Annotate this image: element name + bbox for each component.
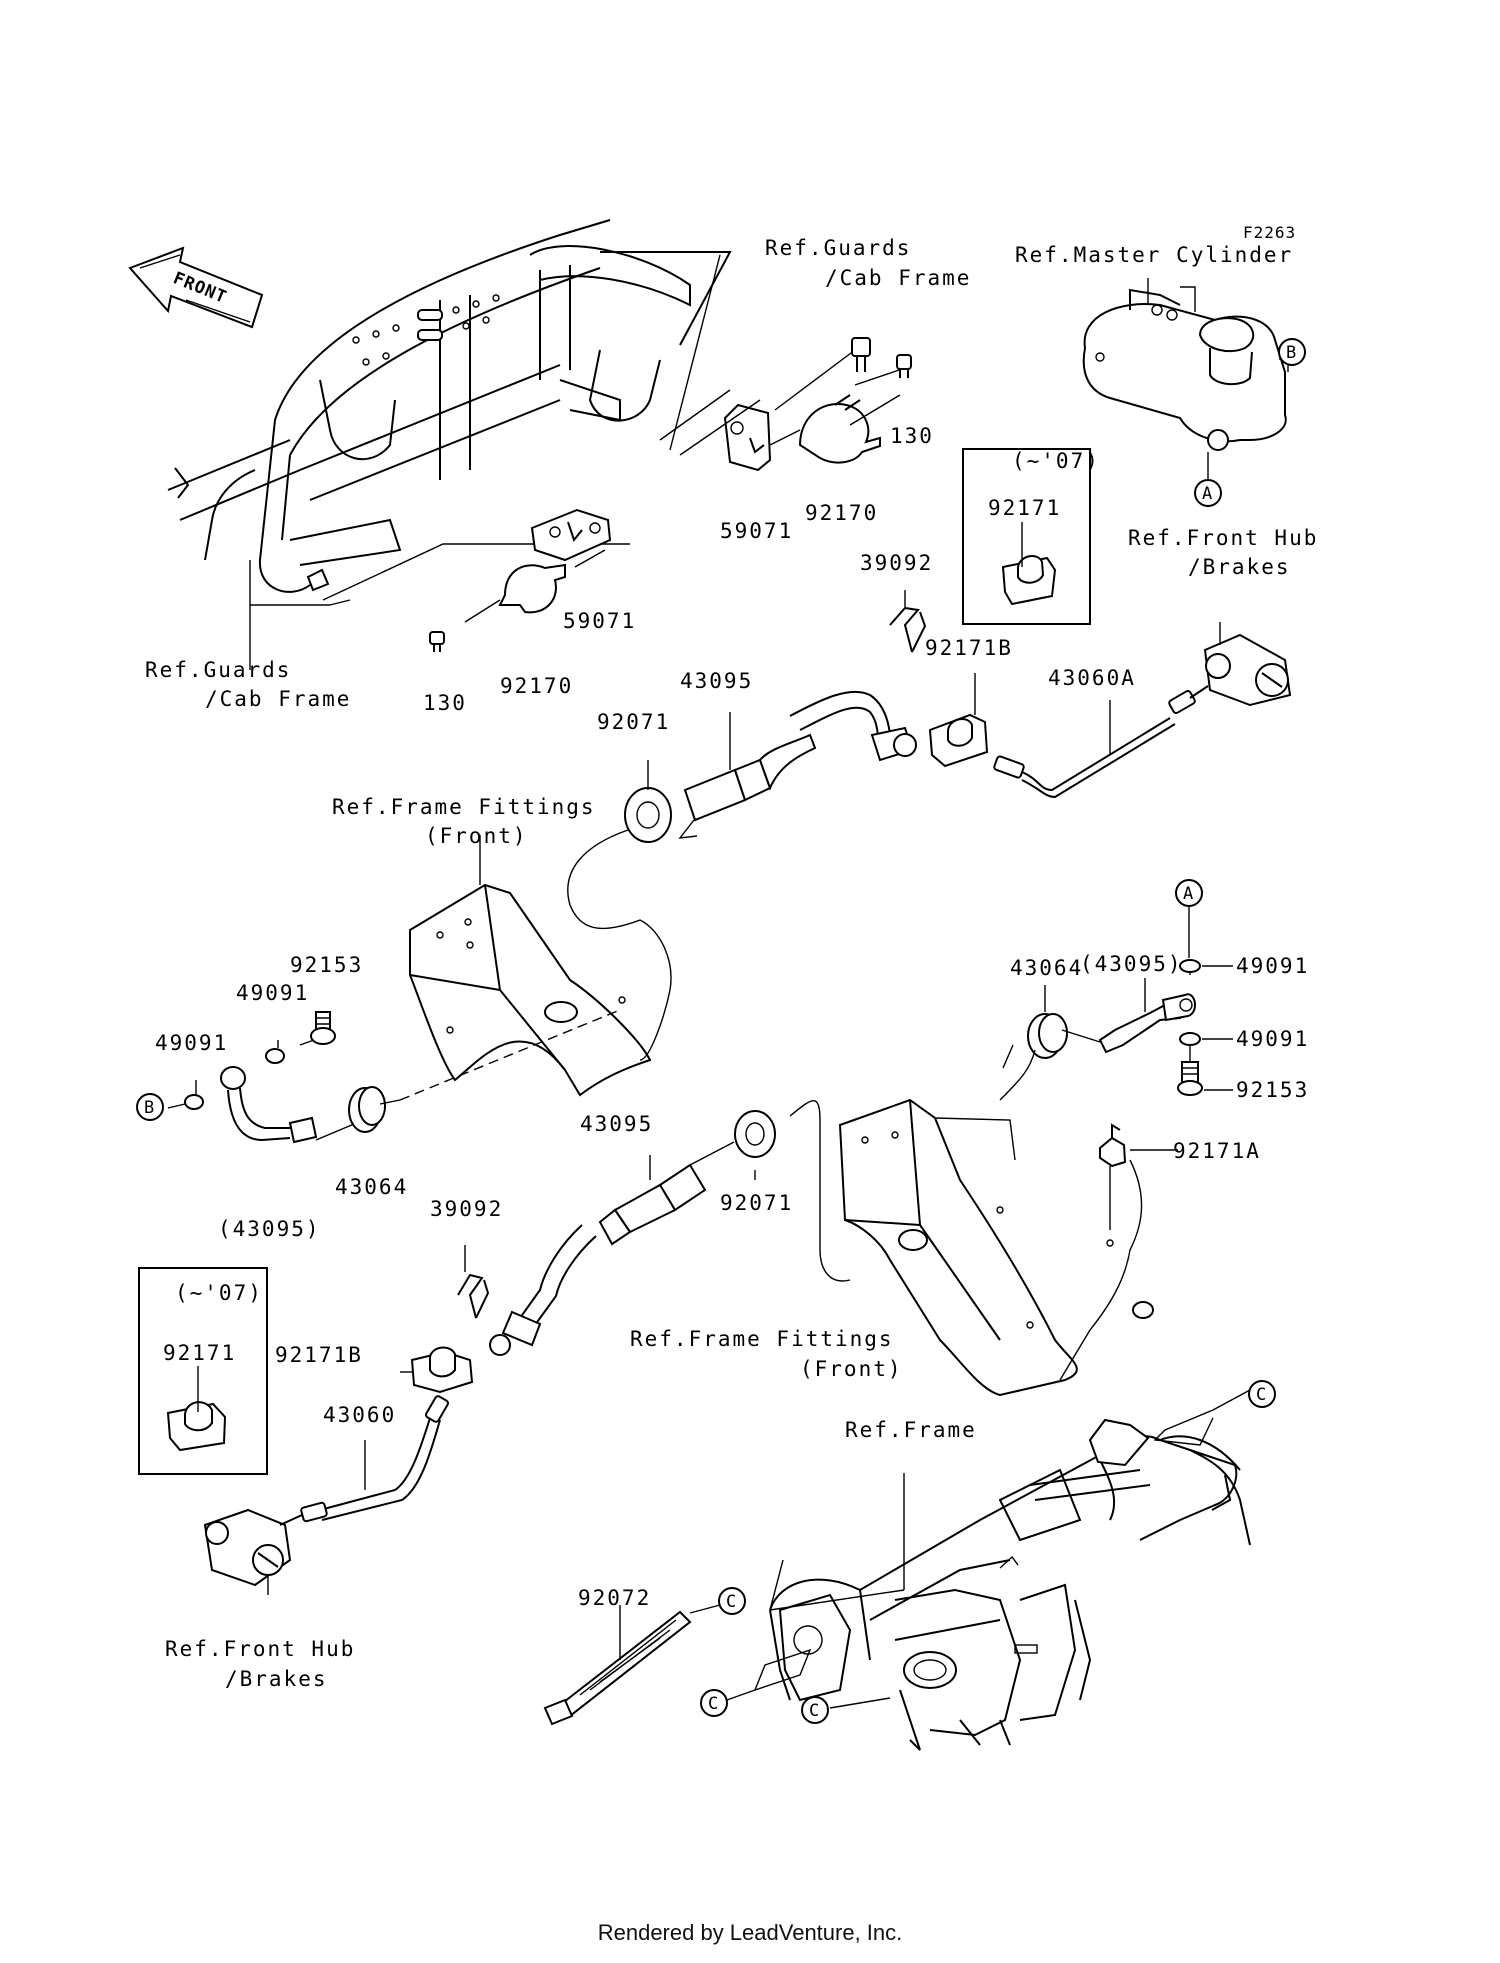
pipe-route-top: [567, 829, 672, 1061]
ref-frame: Ref.Frame: [845, 1418, 977, 1442]
part-59071-left: 59071: [563, 609, 636, 633]
brake-line-43060A: [993, 690, 1196, 799]
part-43095-top: 43095: [680, 669, 753, 693]
hose-assembly-top: [624, 690, 917, 843]
ref-guards-left-line1: Ref.Guards: [145, 658, 291, 682]
clip-39092-left: [457, 1245, 490, 1319]
clamp-group-top: [659, 337, 912, 472]
cable-tie-92072: [543, 1604, 721, 1726]
callout-c-tie: C: [718, 1587, 746, 1615]
part-92071-top: 92071: [597, 710, 670, 734]
callout-c-shades: [726, 1389, 1251, 1709]
part-43060: 43060: [323, 1403, 396, 1427]
footer-credit: Rendered by LeadVenture, Inc.: [597, 1920, 903, 1945]
svg-text:C: C: [708, 1694, 718, 1714]
ref-frame-fittings-top-line2: (Front): [425, 824, 528, 848]
ref-guards-top-line1: Ref.Guards: [765, 236, 911, 260]
diagram-code: F2263: [1243, 223, 1296, 242]
part-49091-right-1: 49091: [1236, 954, 1309, 978]
banjo-fitting-left: [167, 1011, 355, 1144]
callout-b-left: B: [136, 1093, 164, 1121]
callout-c-left: C: [700, 1689, 728, 1717]
part-92153-right: 92153: [1236, 1078, 1309, 1102]
part-39092-top: 39092: [860, 551, 933, 575]
ref-front-hub-right-line1: Ref.Front Hub: [1128, 526, 1318, 550]
part-92072: 92072: [578, 1586, 651, 1610]
part-59071-top: 59071: [720, 519, 793, 543]
svg-text:C: C: [809, 1701, 819, 1721]
ref-front-hub-left-line1: Ref.Front Hub: [165, 1637, 355, 1661]
model-range-right: (~'07): [1012, 449, 1100, 473]
part-43095-paren-right: (43095): [1080, 952, 1183, 976]
svg-text:A: A: [1202, 484, 1212, 504]
brake-line-43060: [300, 1395, 449, 1523]
clip-39092-top: [889, 590, 927, 653]
frame-drawing: [769, 1418, 1251, 1751]
callout-b-master: B: [1278, 338, 1306, 366]
ref-master-cylinder: Ref.Master Cylinder: [1015, 243, 1293, 267]
frame-fittings-front-right-drawing: [838, 1049, 1154, 1397]
part-43095-paren-left: (43095): [218, 1217, 321, 1241]
bracket-92171-top: [1001, 522, 1057, 606]
callout-a-right: A: [1175, 879, 1203, 907]
part-130-left: 130: [423, 691, 467, 715]
clip-92171A: [1099, 1123, 1178, 1247]
ref-front-hub-left-line2: /Brakes: [225, 1667, 328, 1691]
model-range-left: (~'07): [175, 1281, 263, 1305]
part-92171-left: 92171: [163, 1341, 236, 1365]
guard-cab-frame-drawing: [167, 219, 732, 593]
callout-c-bottom: C: [801, 1696, 829, 1724]
washer-bolt-right: [1177, 959, 1233, 1096]
frame-fittings-front-top-drawing: [409, 835, 652, 1097]
model-range-box-left: [138, 1267, 268, 1475]
part-49091-right-2: 49091: [1236, 1027, 1309, 1051]
part-92153-left: 92153: [290, 953, 363, 977]
part-92171B-top: 92171B: [925, 636, 1013, 660]
part-92171-top: 92171: [988, 496, 1061, 520]
part-39092-left: 39092: [430, 1197, 503, 1221]
part-92171A: 92171A: [1173, 1139, 1261, 1163]
part-43064-right: 43064: [1010, 956, 1083, 980]
part-43060A: 43060A: [1048, 666, 1136, 690]
ref-front-hub-right-line2: /Brakes: [1188, 555, 1291, 579]
svg-text:B: B: [1286, 343, 1296, 363]
ref-frame-fittings-top-line1: Ref.Frame Fittings: [332, 795, 596, 819]
model-range-box-right: [962, 448, 1091, 625]
part-92170-left: 92170: [500, 674, 573, 698]
svg-text:C: C: [726, 1592, 736, 1612]
part-43095-middle: 43095: [580, 1112, 653, 1136]
part-92071-middle: 92071: [720, 1191, 793, 1215]
grommet-43064-left: [348, 1009, 621, 1133]
svg-text:A: A: [1183, 884, 1193, 904]
clamp-group-left: [306, 508, 612, 652]
part-49091-left-1: 49091: [236, 981, 309, 1005]
front-direction-arrow: FRONT: [128, 246, 264, 329]
callout-c-frame-top: C: [1248, 1380, 1276, 1408]
ref-guards-top-line2: /Cab Frame: [825, 266, 971, 290]
front-hub-left-drawing: [203, 1508, 303, 1595]
bracket-92171-left: [166, 1366, 227, 1452]
part-43064-left: 43064: [335, 1175, 408, 1199]
part-49091-left-2: 49091: [155, 1031, 228, 1055]
pipe-route-right: [789, 1100, 851, 1282]
leader-frame: [769, 1473, 905, 1611]
callout-a-master: A: [1194, 479, 1222, 507]
bracket-92171B-left: [400, 1346, 474, 1394]
ref-frame-fittings-mid-line1: Ref.Frame Fittings: [630, 1327, 894, 1351]
master-cylinder-drawing: [1082, 278, 1294, 451]
ref-guards-left-line2: /Cab Frame: [205, 687, 351, 711]
svg-text:C: C: [1256, 1385, 1266, 1405]
svg-text:B: B: [144, 1098, 154, 1118]
ref-frame-fittings-mid-line2: (Front): [800, 1357, 903, 1381]
part-92171B-left: 92171B: [275, 1343, 363, 1367]
hose-assembly-middle: [489, 1110, 776, 1356]
bracket-92171B-top: [928, 673, 989, 768]
hose-assembly-right: [1027, 960, 1196, 1059]
part-130-top: 130: [890, 424, 934, 448]
front-hub-right-drawing: [1189, 622, 1292, 707]
part-92170-top: 92170: [805, 501, 878, 525]
